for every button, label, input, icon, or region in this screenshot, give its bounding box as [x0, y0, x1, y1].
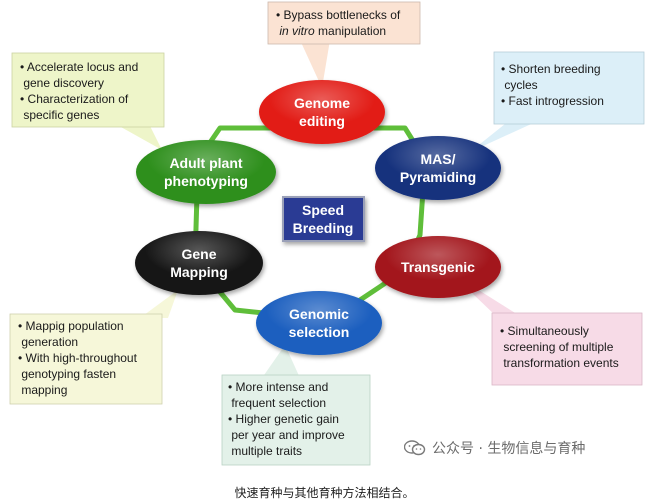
callout-box — [267, 1, 421, 45]
callout-line: • Higher genetic gain — [228, 412, 339, 426]
node-transgenic: Transgenic — [375, 236, 501, 298]
callout-text: • Mappig population generation • With hig… — [18, 319, 138, 397]
center-box — [282, 196, 365, 242]
callout-box — [221, 374, 371, 466]
node-mas-pyramiding: MAS/Pyramiding — [375, 136, 501, 200]
callout-line: • Simultaneously — [500, 324, 589, 338]
label-line: Gene — [181, 246, 216, 262]
node-label: Genomic selection — [289, 306, 350, 340]
label-line: Transgenic — [401, 259, 475, 275]
node-shine — [136, 140, 276, 204]
callout-line: multiple traits — [228, 444, 302, 458]
callout-segment: manipulation — [315, 24, 386, 38]
node-shine — [375, 236, 501, 298]
callout-pointer — [262, 345, 300, 378]
callout-phenotyping: • Accelerate locus and gene discovery • C… — [11, 52, 165, 150]
node-shine — [256, 291, 382, 355]
label-line: Genome — [294, 95, 350, 111]
callout-gene-mapping: • Mappig population generation • With hig… — [9, 290, 178, 405]
node-shine — [135, 231, 263, 295]
label-line: Breeding — [293, 220, 354, 236]
node-adult-plant-phenotyping: Adult plant phenotyping — [136, 140, 276, 204]
label-line: editing — [299, 113, 345, 129]
watermark-text: 公众号 · 生物信息与育种 — [432, 441, 586, 457]
callout-line: • With high-throughout — [18, 351, 138, 365]
callout-pointer — [300, 40, 330, 88]
watermark: 公众号 · 生物信息与育种 — [403, 437, 586, 459]
label-line: Speed — [302, 202, 344, 218]
speed-breeding-diagram: • Bypass bottlenecks of in vitro manipul… — [9, 1, 645, 466]
label-line: Genomic — [289, 306, 349, 322]
callout-line: transformation events — [500, 356, 619, 370]
node-label: Genome editing — [294, 95, 350, 129]
callout-pointer — [140, 290, 178, 318]
callout-line: per year and improve — [228, 428, 345, 442]
callout-pointer — [470, 120, 540, 152]
callout-box — [493, 51, 645, 125]
callout-mas: • Shorten breeding cycles • Fast introgre… — [470, 51, 645, 152]
callout-line: • Shorten breeding — [501, 62, 601, 76]
callout-transgenic: • Simultaneously screening of multiple t… — [450, 272, 643, 386]
figure-caption: 快速育种与其他育种方法相结合。 — [234, 486, 415, 500]
node-label: Transgenic — [401, 259, 475, 275]
callout-text: • Simultaneously screening of multiple t… — [500, 324, 619, 370]
callout-segment: in vitro — [279, 24, 315, 38]
label-line: selection — [289, 324, 350, 340]
callout-line: • More intense and — [228, 380, 328, 394]
callout-line: in vitro manipulation — [276, 24, 386, 38]
callout-line: generation — [18, 335, 78, 349]
label-line: phenotyping — [164, 173, 248, 189]
callout-genomic-selection: • More intense and frequent selection • H… — [221, 345, 371, 466]
callout-line: genotyping fasten — [18, 367, 116, 381]
node-genomic-selection: Genomic selection — [256, 291, 382, 355]
label-line: MAS/ — [421, 151, 456, 167]
callout-text: • Shorten breeding cycles • Fast introgre… — [501, 62, 604, 108]
node-label: Adult plant phenotyping — [164, 155, 248, 189]
callout-line: screening of multiple — [500, 340, 614, 354]
callout-text: • More intense and frequent selection • H… — [228, 380, 345, 458]
callout-text: • Bypass bottlenecks of in vitro manipul… — [276, 8, 401, 38]
node-label: MAS/Pyramiding — [400, 151, 476, 185]
callout-genome-editing: • Bypass bottlenecks of in vitro manipul… — [267, 1, 421, 88]
callout-text: • Accelerate locus and gene discovery • C… — [20, 60, 138, 122]
callout-box — [9, 313, 163, 405]
callout-line: frequent selection — [228, 396, 326, 410]
callout-box — [11, 52, 165, 128]
callout-pointer — [112, 122, 162, 150]
node-shine — [259, 80, 385, 144]
callout-line: • Mappig population — [18, 319, 124, 333]
callout-line: mapping — [18, 383, 67, 397]
callout-line: • Fast introgression — [501, 94, 604, 108]
callout-line: cycles — [501, 78, 538, 92]
node-shine — [375, 136, 501, 200]
callout-box — [491, 312, 643, 386]
label-line: Pyramiding — [400, 169, 476, 185]
label-line: Mapping — [170, 264, 228, 280]
wechat-icon — [403, 440, 426, 456]
node-genome-editing: Genome editing — [259, 80, 385, 144]
callout-line: gene discovery — [20, 76, 104, 90]
callout-layer: • Bypass bottlenecks of in vitro manipul… — [9, 1, 645, 466]
callout-line: • Accelerate locus and — [20, 60, 138, 74]
callout-line: • Bypass bottlenecks of — [276, 8, 401, 22]
callout-line: specific genes — [20, 108, 99, 122]
callout-line: • Characterization of — [20, 92, 129, 106]
label-line: Adult plant — [169, 155, 242, 171]
